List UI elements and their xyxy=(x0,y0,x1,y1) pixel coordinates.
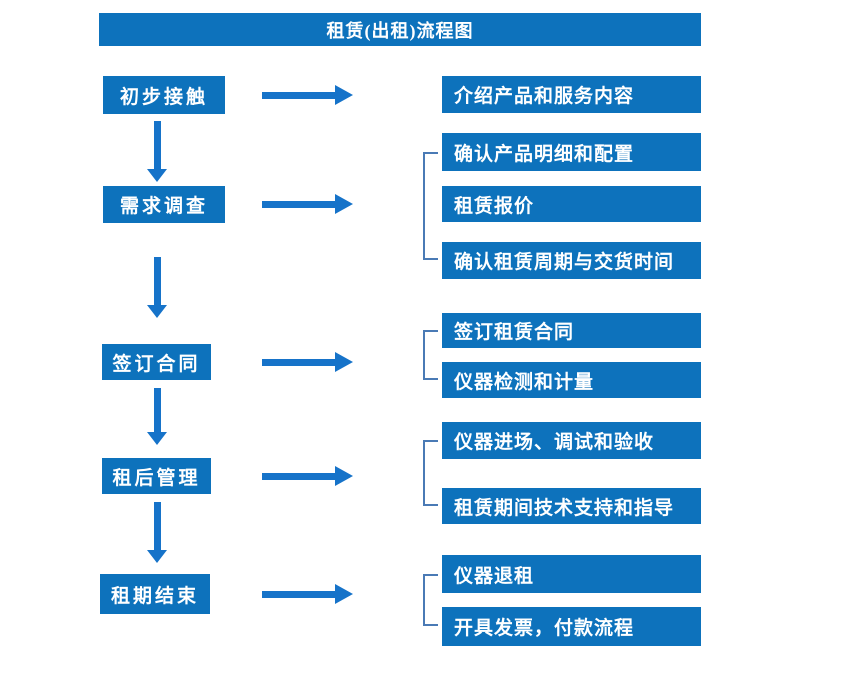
detail-box-confirm-period-delivery: 确认租赁周期与交货时间 xyxy=(442,242,701,279)
down-arrow-icon-4 xyxy=(147,502,168,563)
detail-box-introduce-products: 介绍产品和服务内容 xyxy=(442,76,701,113)
detail-box-sign-rental-contract: 签订租赁合同 xyxy=(442,313,701,348)
down-arrow-icon-1 xyxy=(147,121,168,182)
detail-box-instrument-return: 仪器退租 xyxy=(442,555,701,593)
arrow-shaft xyxy=(262,591,336,598)
arrow-shaft xyxy=(262,359,336,366)
right-arrow-icon-3 xyxy=(262,352,353,372)
down-arrow-icon-2 xyxy=(147,257,168,318)
step-box-rental-end: 租期结束 xyxy=(100,574,210,614)
arrow-head xyxy=(147,432,167,445)
bracket-group-post-rental xyxy=(423,440,438,506)
bracket-group-sign-contract xyxy=(423,330,438,380)
detail-box-tech-support: 租赁期间技术支持和指导 xyxy=(442,488,701,524)
bracket-group-demand-survey xyxy=(423,152,438,260)
arrow-shaft xyxy=(154,121,161,170)
detail-box-rental-quote: 租赁报价 xyxy=(442,186,701,222)
bracket-group-rental-end xyxy=(423,574,438,626)
right-arrow-icon-5 xyxy=(262,584,353,604)
arrow-head xyxy=(335,352,353,372)
step-box-sign-contract: 签订合同 xyxy=(102,344,211,380)
arrow-shaft xyxy=(154,257,161,306)
step-box-demand-survey: 需求调查 xyxy=(103,186,225,223)
arrow-shaft xyxy=(262,92,336,99)
right-arrow-icon-1 xyxy=(262,85,353,105)
arrow-shaft xyxy=(262,473,336,480)
down-arrow-icon-3 xyxy=(147,388,168,445)
arrow-head xyxy=(335,466,353,486)
step-box-post-rental-management: 租后管理 xyxy=(102,458,211,494)
arrow-head xyxy=(335,194,353,214)
arrow-shaft xyxy=(262,201,336,208)
right-arrow-icon-4 xyxy=(262,466,353,486)
detail-box-invoice-payment: 开具发票，付款流程 xyxy=(442,607,701,646)
arrow-head xyxy=(335,85,353,105)
right-arrow-icon-2 xyxy=(262,194,353,214)
flowchart-title: 租赁(出租)流程图 xyxy=(99,13,701,46)
detail-box-confirm-details: 确认产品明细和配置 xyxy=(442,133,701,171)
detail-box-instrument-setup: 仪器进场、调试和验收 xyxy=(442,422,701,459)
arrow-head xyxy=(147,169,167,182)
arrow-head xyxy=(335,584,353,604)
arrow-shaft xyxy=(154,388,161,433)
detail-box-instrument-testing: 仪器检测和计量 xyxy=(442,362,701,398)
arrow-head xyxy=(147,550,167,563)
step-box-initial-contact: 初步接触 xyxy=(103,76,225,114)
arrow-head xyxy=(147,305,167,318)
arrow-shaft xyxy=(154,502,161,551)
